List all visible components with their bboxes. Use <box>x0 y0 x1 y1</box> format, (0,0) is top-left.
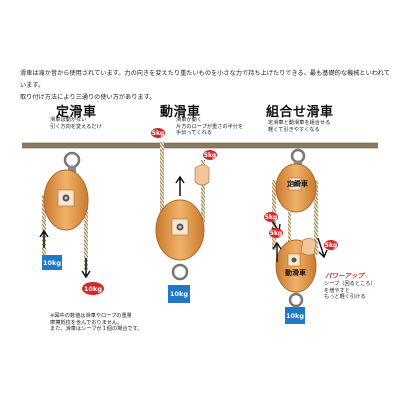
combined-arrow-down-right <box>317 237 328 259</box>
combined-badge-left: 5kg <box>264 212 278 222</box>
intro-line-1: 滑車は滝か昔から使用されています。力の向きを変えたり重たいものを小さな力で持ち上… <box>20 70 390 89</box>
fixed-pulley-desc: 滑車は動かない 引く方向を変えるだけ <box>50 117 102 130</box>
movable-rope-left <box>160 142 164 222</box>
footnote-line-1: ※図中の数値は滑車やロープの重量 <box>50 313 132 319</box>
footnote-line-3: また、滑車はシーブが１個の場合です。 <box>50 326 143 332</box>
combined-desc-line-1: 定滑車と動滑車を組合せる <box>268 120 331 126</box>
movable-weight: 10kg <box>168 285 190 303</box>
movable-rope-right <box>201 160 205 222</box>
movable-pulley-desc: 滑車が動く 片方のロープが重さの半分を 手伝ってくれる <box>176 117 243 137</box>
combined-badge-right: 5kg <box>324 240 338 250</box>
movable-pulley <box>155 142 205 281</box>
fixed-desc-line-1: 滑車は動かない <box>50 117 87 123</box>
power-line-3: もっと軽く引ける <box>324 294 366 300</box>
power-up-desc: シーブ（回るところ） を増やすと もっと軽く引ける <box>324 281 376 301</box>
combined-pulley-title: 組合せ滑車 <box>266 105 334 120</box>
movable-badge-left: 5kg <box>151 128 165 138</box>
fixed-rope-left <box>42 195 46 255</box>
footnote: ※図中の数値は滑車やロープの重量 摩擦抵抗を含んでおりません。 また、滑車はシー… <box>50 313 143 333</box>
intro-text: 滑車は滝か昔から使用されています。力の向きを変えたり重たいものを小さな力で持ち上… <box>20 68 390 104</box>
fixed-pulley <box>42 151 89 270</box>
combined-rope-middle <box>288 212 291 247</box>
fixed-rope-right <box>84 195 88 270</box>
power-up-title: パワーアップ <box>325 272 364 280</box>
fixed-arrow-down <box>81 258 91 279</box>
intro-line-2: 取り付け方法により三通りの使い方があります。 <box>20 94 156 101</box>
combined-weight: 10kg <box>285 307 305 324</box>
power-line-2: を増やすと <box>324 287 350 294</box>
combined-desc-line-2: 軽くて引きやすくなる <box>268 126 320 133</box>
movable-desc-line-3: 手伝ってくれる <box>176 130 212 136</box>
ceiling-beam <box>22 143 378 148</box>
combined-rope-outer-right <box>314 180 318 255</box>
movable-desc-line-1: 滑車が動く <box>176 117 202 123</box>
fixed-weight: 10kg <box>42 255 62 270</box>
upper-sheave-label: 定滑車 <box>287 180 308 188</box>
movable-hand-icon <box>194 164 210 186</box>
movable-desc-line-2: 片方のロープが重さの半分を <box>176 123 244 130</box>
fixed-pulley-title: 定滑車 <box>56 105 97 120</box>
movable-pulley-title: 動滑車 <box>160 105 201 120</box>
lower-sheave-label: 動滑車 <box>285 269 306 277</box>
movable-arrow-up <box>175 175 185 196</box>
fixed-force-badge: 10kg <box>82 282 104 295</box>
combined-badge-middle: 5kg <box>269 228 283 238</box>
fixed-arrow-up <box>39 229 49 248</box>
movable-badge-right: 5kg <box>203 150 217 160</box>
combined-arrow-up <box>272 241 282 262</box>
power-line-1: シーブ（回るところ） <box>324 281 376 287</box>
combined-pulley-desc: 定滑車と動滑車を組合せる 軽くて引きやすくなる <box>268 120 330 133</box>
footnote-line-2: 摩擦抵抗を含んでおりません。 <box>50 319 123 326</box>
combined-hand-icon <box>300 238 317 256</box>
fixed-desc-line-2: 引く方向を変えるだけ <box>50 123 102 130</box>
